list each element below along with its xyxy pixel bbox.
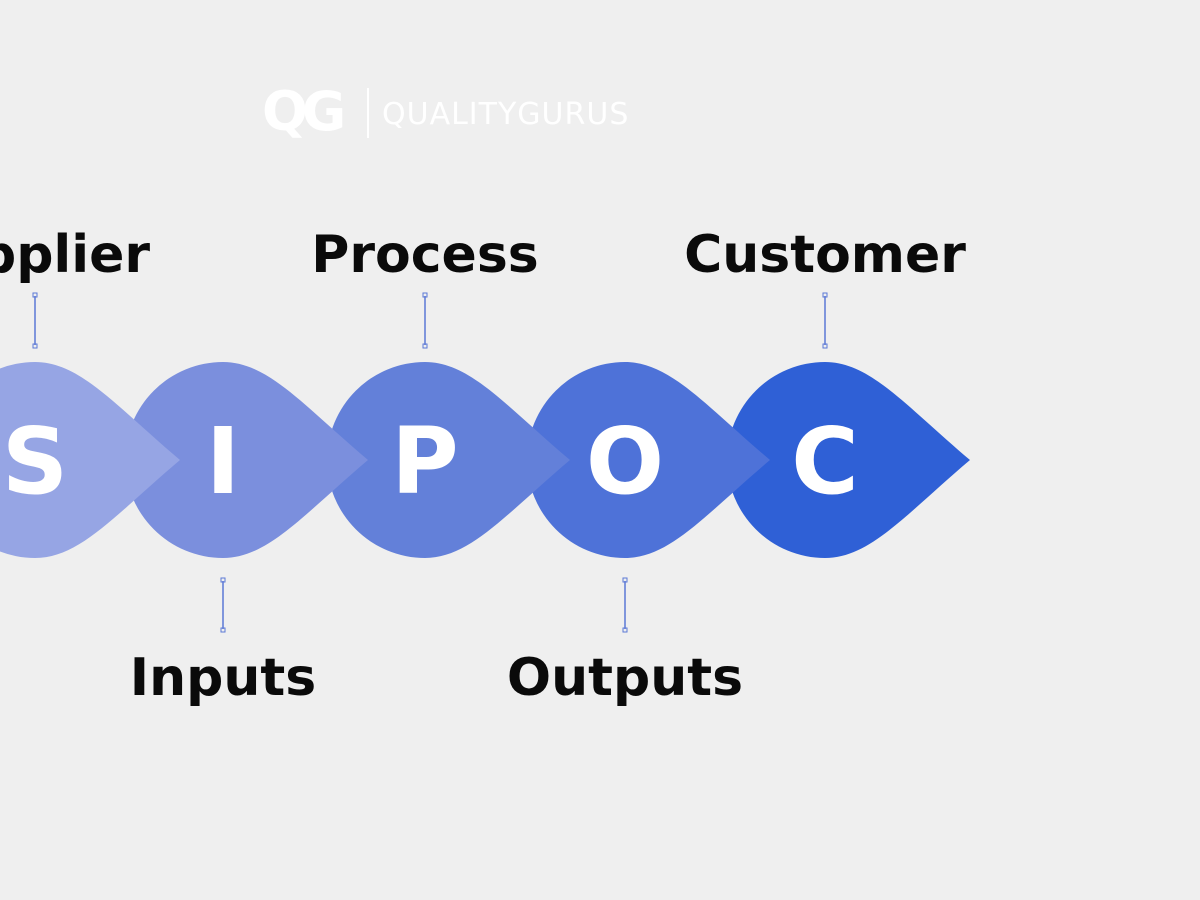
step-supplier: S	[0, 362, 180, 558]
step-letter: P	[391, 408, 458, 515]
teardrop-shape	[327, 362, 570, 558]
label-customer: Customer	[684, 225, 966, 285]
teardrop-shape	[125, 362, 368, 558]
step-letter: O	[586, 408, 664, 515]
teardrop-shape	[0, 362, 180, 558]
connector	[622, 577, 628, 633]
logo-mark: QG	[262, 80, 343, 143]
connector	[422, 292, 428, 349]
connector	[32, 292, 38, 349]
logo-name: QUALITYGURUS	[382, 97, 629, 132]
teardrop-shape	[527, 362, 770, 558]
step-letter: S	[2, 408, 68, 515]
step-letter: I	[206, 408, 240, 515]
label-supplier: Supplier	[0, 225, 150, 285]
label-process: Process	[311, 225, 538, 285]
label-outputs: Outputs	[507, 648, 743, 708]
step-inputs: I	[125, 362, 368, 558]
step-process: P	[327, 362, 570, 558]
step-outputs: O	[527, 362, 770, 558]
label-inputs: Inputs	[130, 648, 316, 708]
step-letter: C	[791, 408, 859, 515]
connector	[220, 577, 226, 633]
connector	[822, 292, 828, 349]
teardrop-shape	[727, 362, 970, 558]
logo: QG QUALITYGURUS	[262, 80, 629, 143]
step-customer: C	[727, 362, 970, 558]
